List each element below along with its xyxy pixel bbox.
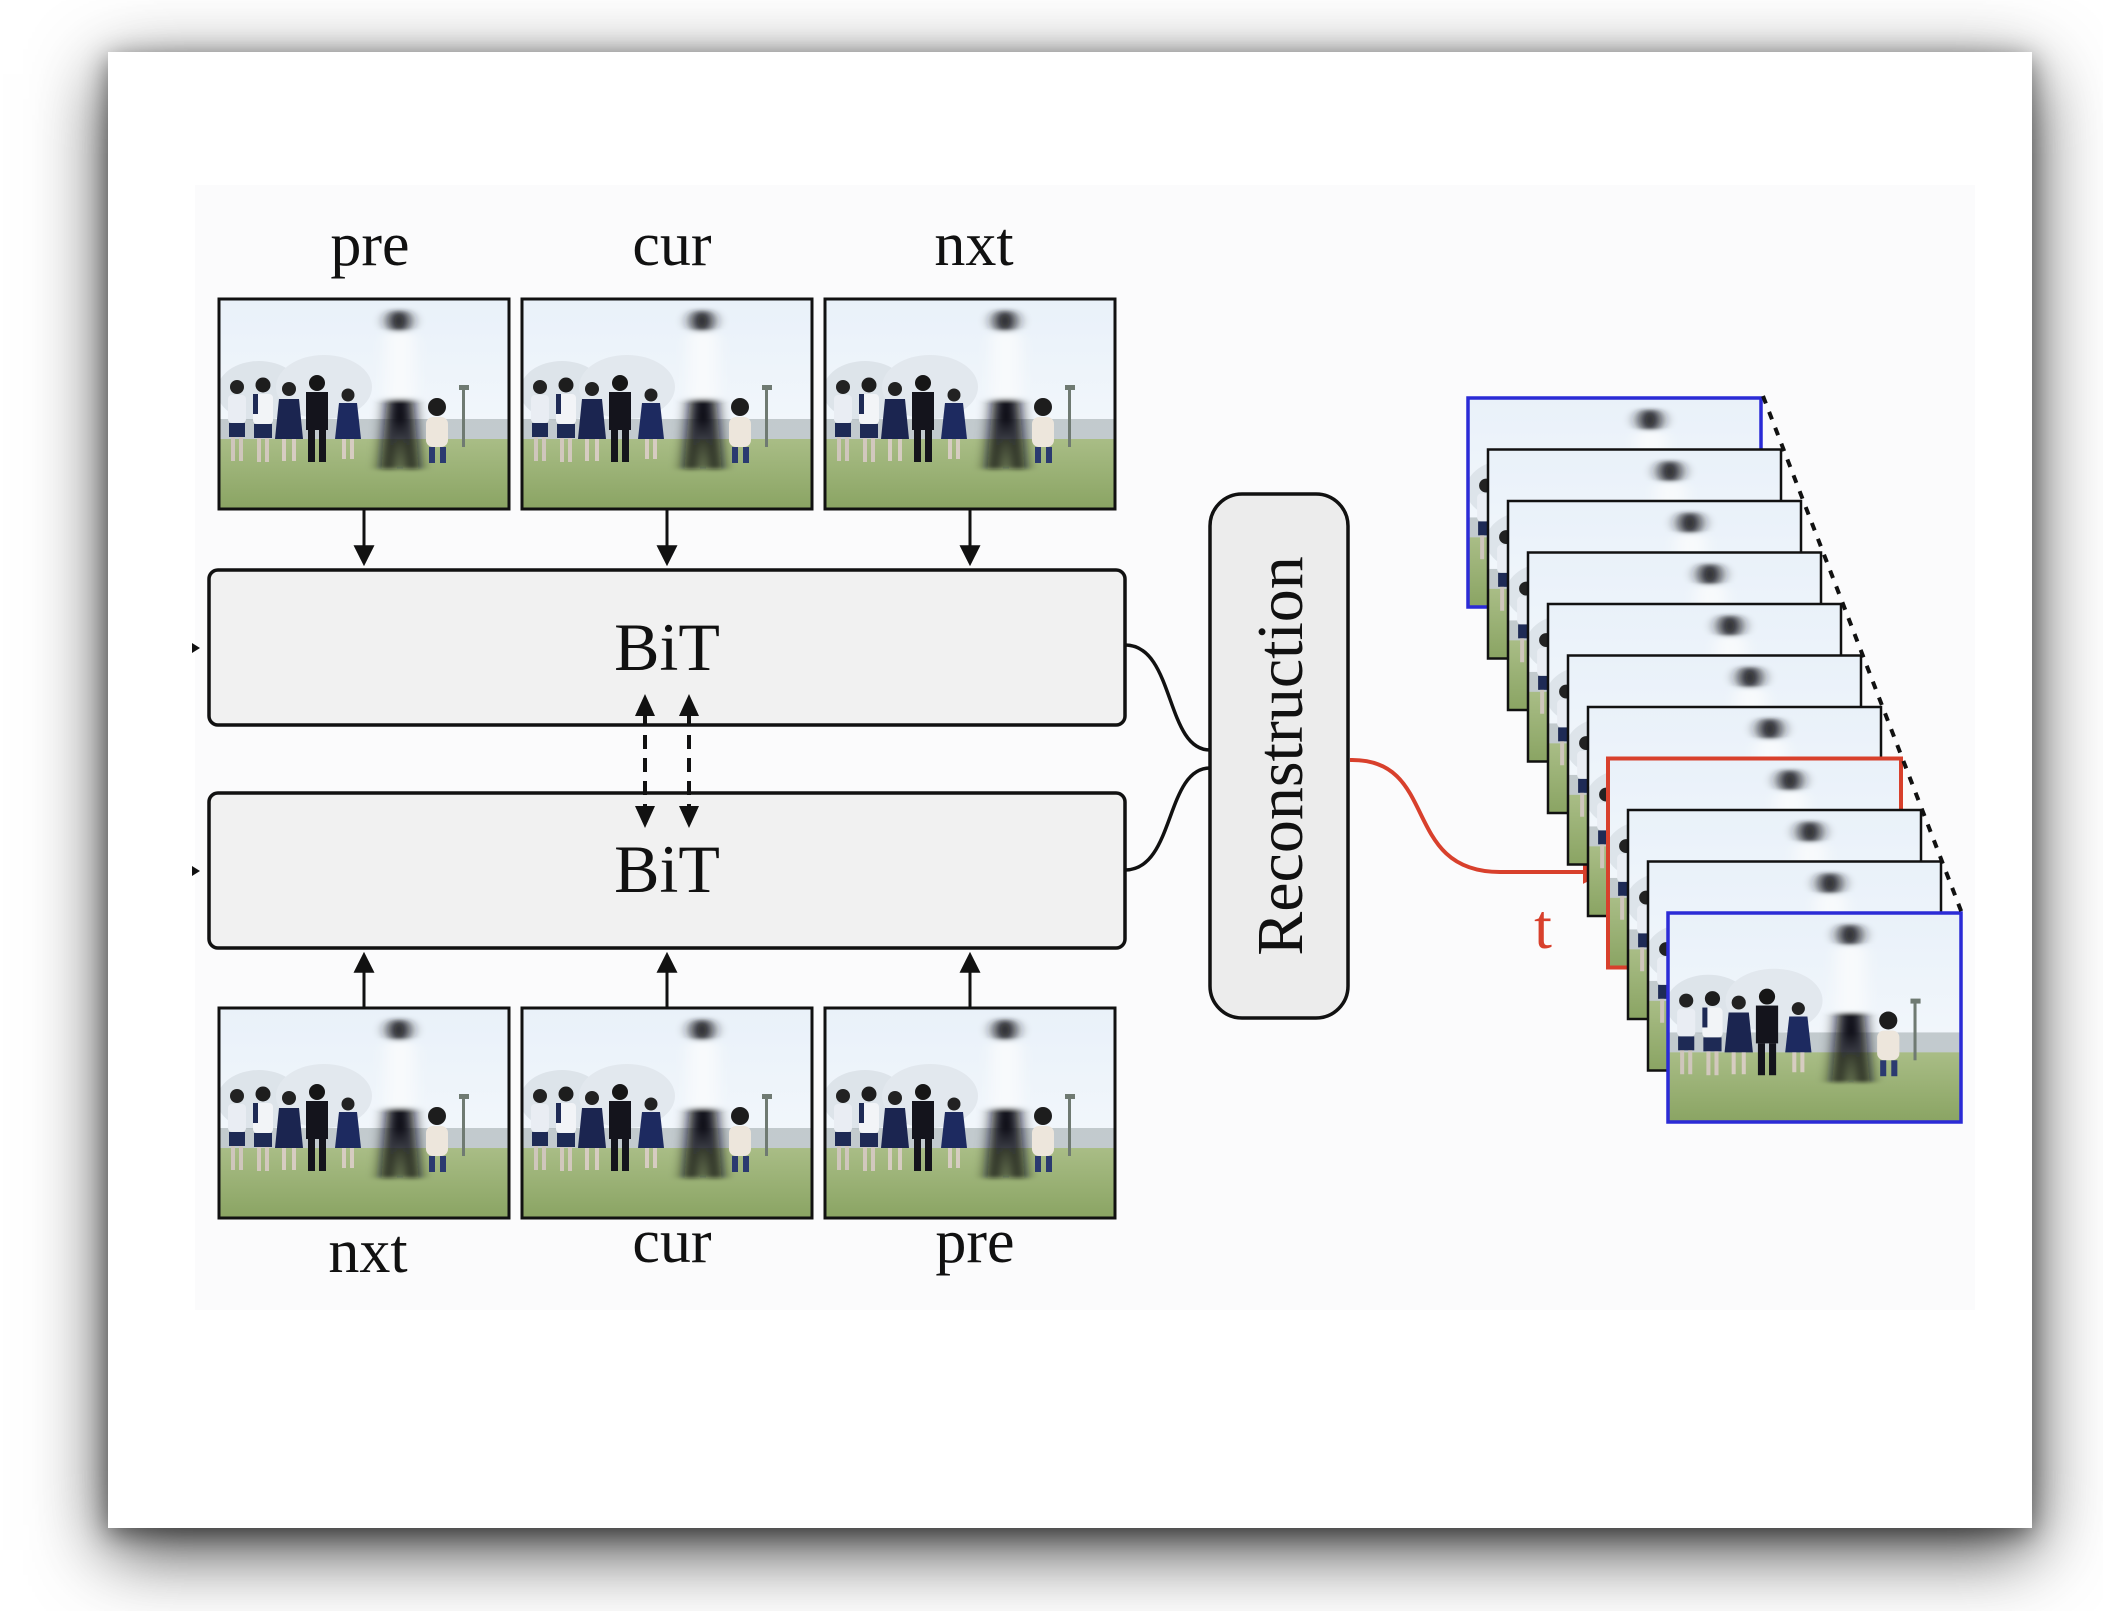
bottom-label-pre: pre (935, 1208, 1014, 1276)
input-frame-bottom-pre (823, 1006, 1117, 1220)
bottom-input-frames (217, 1006, 1117, 1220)
top-label-pre: pre (330, 211, 409, 279)
output-frame-stack (1466, 396, 1963, 1124)
stack-depth-line (1761, 395, 1965, 917)
reconstruction-module: Reconstruction (1208, 492, 1350, 1020)
reconstruction-label: Reconstruction (1244, 556, 1317, 956)
bottom-arrows (353, 951, 981, 1007)
output-frame (1666, 911, 1963, 1124)
bottom-label-cur: cur (632, 1208, 712, 1276)
bit-upper-label: BiT (614, 609, 720, 685)
time-label: t (1534, 891, 1552, 962)
top-label-nxt: nxt (934, 211, 1013, 279)
block-connectors (1124, 643, 1211, 872)
input-frame-top-cur (520, 297, 814, 511)
bidirectional-connections (635, 694, 699, 828)
input-frame-bottom-cur (520, 1006, 814, 1220)
bit-lower-label: BiT (614, 831, 720, 907)
upper-input-marker (192, 643, 200, 653)
output-path (1349, 757, 1607, 884)
bit-block-lower: BiT (207, 791, 1127, 950)
top-input-frames (217, 297, 1117, 511)
top-arrows (353, 510, 981, 567)
input-frame-top-nxt (823, 297, 1117, 511)
bottom-label-nxt: nxt (328, 1218, 407, 1286)
top-label-cur: cur (632, 211, 712, 279)
input-frame-bottom-nxt (217, 1006, 511, 1220)
lower-input-marker (192, 866, 200, 876)
bit-block-upper: BiT (207, 568, 1127, 727)
input-frame-top-pre (217, 297, 511, 511)
